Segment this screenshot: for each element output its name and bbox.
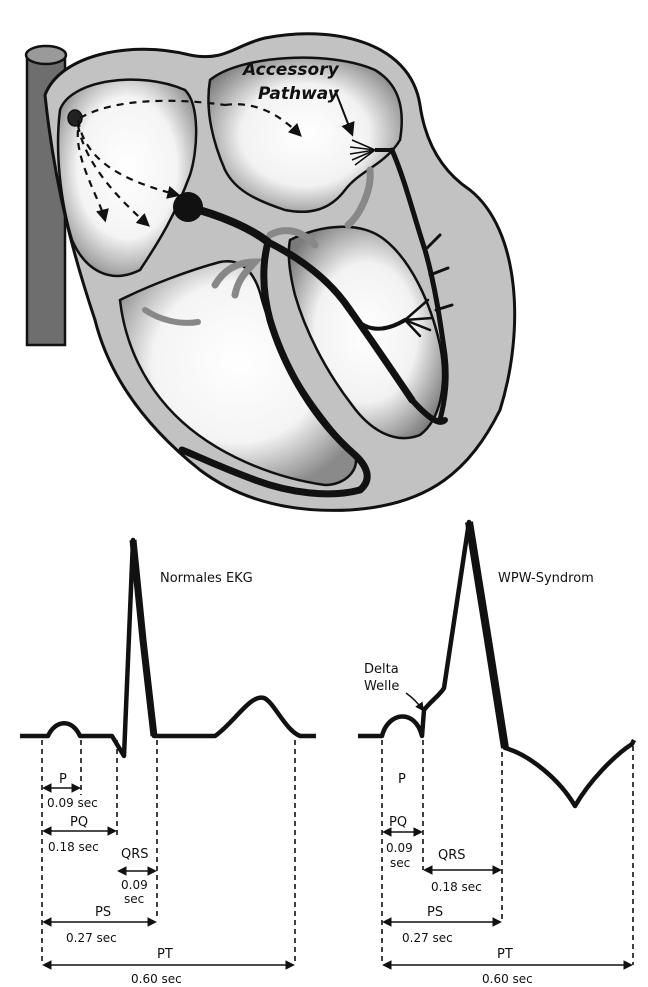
ekg-wpw-p-label: P: [398, 772, 406, 787]
accessory-pathway-label-line1: Accessory: [241, 60, 340, 80]
ekg-normal-pt-duration: 0.60 sec: [131, 972, 182, 986]
ekg-normal-pq-duration: 0.18 sec: [48, 840, 99, 854]
ekg-wpw-pq-duration-2: sec: [390, 856, 410, 870]
ekg-wpw-ps-label: PS: [427, 905, 443, 920]
ekg-normal-title: Normales EKG: [160, 571, 253, 586]
ekg-wpw-pq-duration-1: 0.09: [386, 841, 413, 855]
ekg-wpw-qrs-label: QRS: [438, 848, 466, 863]
ekg-normal-qrs-label: QRS: [121, 847, 149, 862]
ekg-normal-pt-label: PT: [157, 947, 173, 962]
ekg-normal-qrs-duration-1: 0.09: [121, 878, 148, 892]
ekg-wpw-delta-label-1: Delta: [364, 662, 399, 677]
ekg-wpw-delta-label-2: Welle: [364, 679, 399, 694]
sa-node: [68, 110, 82, 126]
ekg-normal-ps-duration: 0.27 sec: [66, 931, 117, 945]
ekg-normal-pq-label: PQ: [70, 815, 88, 830]
ekg-wpw-qrs-duration: 0.18 sec: [431, 880, 482, 894]
ekg-wpw-trace: [358, 522, 634, 806]
ekg-wpw-title: WPW-Syndrom: [498, 571, 594, 586]
ekg-normal-ps-label: PS: [95, 905, 111, 920]
ekg-normal-p-duration: 0.09 sec: [47, 796, 98, 810]
ekg-normal-qrs-duration-2: sec: [124, 892, 144, 906]
ekg-wpw-pq-label: PQ: [389, 815, 407, 830]
ekg-wpw-delta-pointer: [406, 693, 423, 710]
ekg-wpw: WPW-Syndrom Delta Welle P PQ 0.09 sec QR…: [358, 522, 634, 986]
ekg-wpw-pt-duration: 0.60 sec: [482, 972, 533, 986]
heart-illustration: Accessory Pathway: [26, 34, 515, 511]
ekg-normal-p-label: P: [59, 772, 67, 787]
accessory-pathway-label-line2: Pathway: [258, 84, 340, 104]
ekg-normal: Normales EKG P 0.09 sec PQ 0.18 sec QRS …: [20, 540, 316, 986]
ekg-wpw-pt-label: PT: [497, 947, 513, 962]
ekg-wpw-ps-duration: 0.27 sec: [402, 931, 453, 945]
